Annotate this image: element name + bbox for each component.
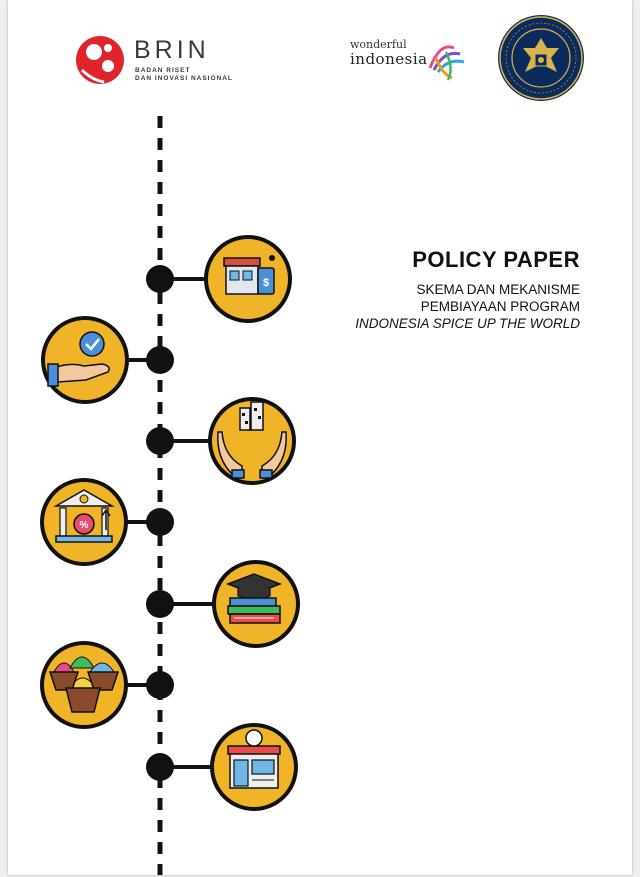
timeline-graphic: $ [40, 116, 300, 875]
indonesia-text: indonesia [350, 50, 428, 68]
hands-buildings-icon [208, 397, 296, 485]
wonderful-indonesia-logo: wonderful indonesia [348, 38, 468, 88]
brin-subtitle-line1: BADAN RISET [135, 67, 191, 74]
garuda-swirl-icon [428, 45, 465, 81]
timeline-node-education [146, 560, 300, 648]
store-payment-icon: $ [204, 235, 292, 323]
timeline-node-hands [146, 397, 296, 485]
books-graduation-icon [212, 560, 300, 648]
title-block: POLICY PAPER SKEMA DAN MEKANISME PEMBIAY… [355, 247, 580, 332]
hand-approval-icon [41, 316, 129, 404]
brin-logo: BRIN BADAN RISET DAN INOVASI NASIONAL [72, 30, 242, 90]
brin-subtitle-line2: DAN INOVASI NASIONAL [135, 75, 233, 82]
timeline-node-approval [41, 316, 174, 404]
subtitle-line3: INDONESIA SPICE UP THE WORLD [355, 316, 580, 331]
kemenparekraf-seal-icon [498, 15, 584, 101]
spice-bowls-icon [40, 641, 128, 729]
shopfront-icon [210, 723, 298, 811]
timeline-node-shop [146, 723, 298, 811]
wonderful-text: wonderful [350, 38, 407, 51]
svg-text:%: % [80, 520, 89, 531]
subtitle-line2: PEMBIAYAAN PROGRAM [420, 299, 580, 314]
cover-page: BRIN BADAN RISET DAN INOVASI NASIONAL wo… [8, 0, 632, 875]
bank-interest-icon: % [40, 478, 128, 566]
timeline-node-spices [40, 641, 174, 729]
subtitle-line1: SKEMA DAN MEKANISME [416, 282, 580, 297]
brin-wordmark: BRIN [134, 36, 210, 64]
timeline-node-bank: % [40, 478, 174, 566]
brin-emblem-icon [76, 36, 124, 84]
svg-text:$: $ [263, 277, 269, 289]
document-title: POLICY PAPER [412, 247, 580, 272]
timeline-node-store: $ [146, 235, 292, 323]
